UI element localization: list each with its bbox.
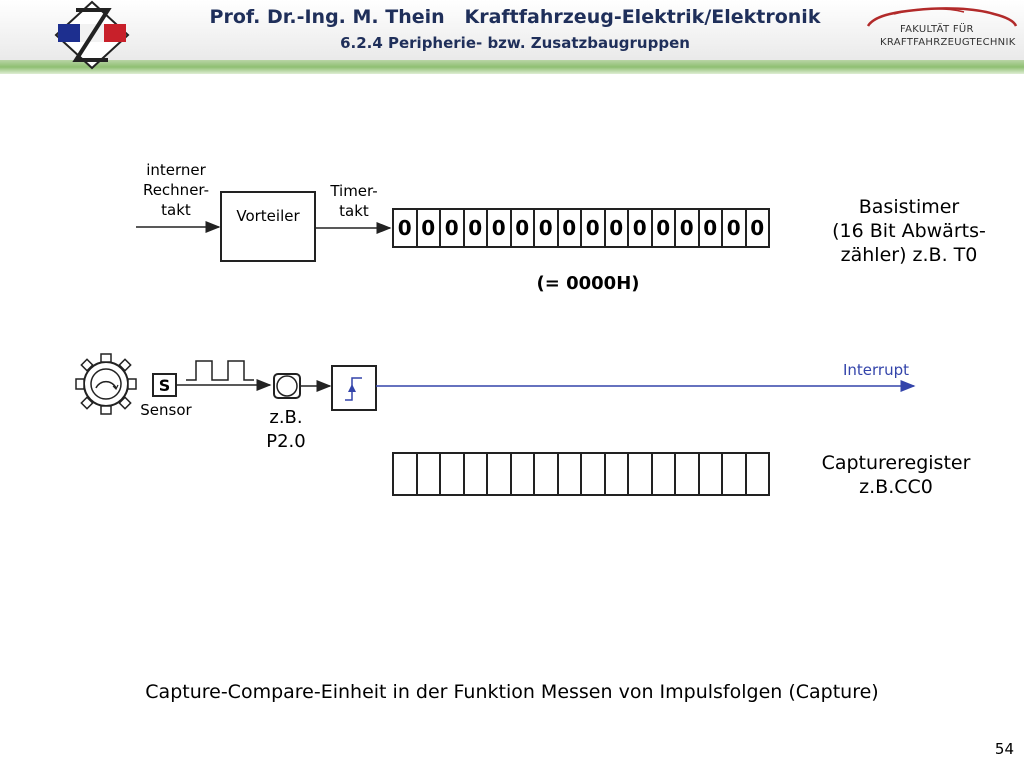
capture-bit-cell: [441, 452, 465, 496]
timer-bit-cell: 0: [558, 208, 582, 248]
pulse-train: [186, 360, 254, 381]
timer-bit-cell: 0: [417, 208, 441, 248]
header-subtitle: 6.2.4 Peripherie- bzw. Zusatzbaugruppen: [340, 34, 690, 52]
capture-bit-cell: [417, 452, 441, 496]
capture-bit-cell: [394, 452, 418, 496]
basistimer-label: Basistimer (16 Bit Abwärts- zähler) z.B.…: [832, 196, 986, 266]
timer-bit-cell: 0: [488, 208, 512, 248]
timer-bit-cell: 0: [582, 208, 606, 248]
faculty-name-line1: FAKULTÄT FÜR: [900, 24, 974, 35]
timer-bit-cell: 0: [535, 208, 559, 248]
timer-bit-cell: 0: [605, 208, 629, 248]
timer-clock-label: Timer- takt: [330, 182, 378, 220]
university-logo: [54, 0, 130, 70]
capture-bit-cell: [629, 452, 653, 496]
vorteiler-label: Vorteiler: [236, 207, 300, 225]
gear-icon: [75, 353, 137, 415]
internal-clock-label: interner Rechner- takt: [142, 161, 210, 219]
car-silhouette-logo: [866, 7, 1018, 27]
faculty-name-line2: KRAFTFAHRZEUGTECHNIK: [880, 37, 1016, 48]
capture-bit-cell: [535, 452, 559, 496]
timer-bit-cell: 0: [699, 208, 723, 248]
sensor-label: Sensor: [140, 401, 192, 419]
capture-bit-cell: [605, 452, 629, 496]
sensor-letter: S: [158, 375, 171, 395]
capture-bit-cell: [464, 452, 488, 496]
timer-bit-cell: 0: [464, 208, 488, 248]
capture-bit-cell: [582, 452, 606, 496]
timer-bit-cell: 0: [394, 208, 418, 248]
port-label: z.B. P2.0: [266, 407, 306, 452]
hex-value: (= 0000H): [536, 273, 640, 294]
capture-bit-cell: [723, 452, 747, 496]
header-title: Prof. Dr.-Ing. M. Thein Kraftfahrzeug-El…: [209, 6, 821, 28]
timer-bit-cell: 0: [441, 208, 465, 248]
timer-bit-cell: 0: [629, 208, 653, 248]
capture-register-label: Captureregister z.B.CC0: [821, 452, 971, 498]
timer-bit-cell: 0: [676, 208, 700, 248]
timer-bit-cell: 0: [511, 208, 535, 248]
capture-bit-cell: [558, 452, 582, 496]
timer-bit-cell: 0: [723, 208, 747, 248]
header-divider: [0, 60, 1024, 74]
timer-bit-cell: 0: [652, 208, 676, 248]
capture-bit-cell: [652, 452, 676, 496]
capture-bit-cell: [676, 452, 700, 496]
capture-bit-cell: [511, 452, 535, 496]
timer-bit-cell: 0: [746, 208, 770, 248]
capture-bit-cell: [488, 452, 512, 496]
capture-register: [392, 452, 770, 496]
page-number: 54: [994, 740, 1014, 758]
figure-caption: Capture-Compare-Einheit in der Funktion …: [145, 681, 879, 703]
header-bar: [0, 0, 1024, 62]
port-pin-circle: [276, 375, 298, 397]
interrupt-label: Interrupt: [842, 361, 910, 379]
capture-bit-cell: [699, 452, 723, 496]
capture-bit-cell: [746, 452, 770, 496]
vorteiler-box: [220, 191, 316, 262]
